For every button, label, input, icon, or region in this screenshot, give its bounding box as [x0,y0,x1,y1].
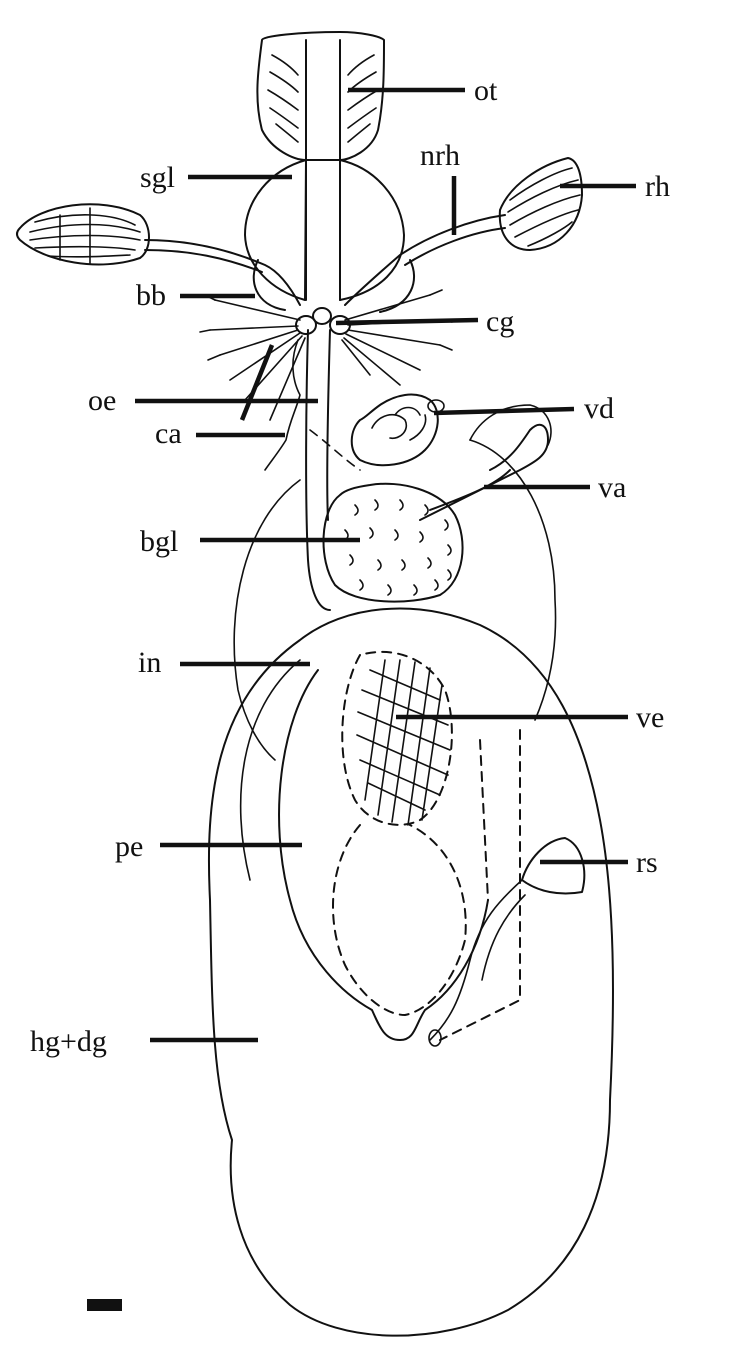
pointer-lines [135,87,636,1043]
rs-sac [521,837,586,895]
vd-duct-to-oe [309,429,361,471]
rh-right-lamellae [507,167,581,247]
label-rh: rh [645,170,670,203]
ve-crosshatch [356,659,451,826]
va-loop [469,404,552,446]
label-cg: cg [486,305,514,338]
bgl-gland [322,482,464,603]
label-oe: oe [88,384,116,417]
oesophagus [305,329,331,611]
rh-right [498,157,583,251]
va-duct [419,423,549,521]
rs-duct-opening [428,1029,442,1047]
penis-dashed-body [332,824,467,1016]
penis-dashed-duct [439,729,521,1041]
label-bgl: bgl [140,525,178,558]
rs-duct [429,879,526,1041]
rh-right-stalk [344,214,506,306]
label-bb: bb [136,279,166,312]
label-sgl: sgl [140,161,175,194]
sgl-right [339,159,405,301]
ca-artery [264,339,301,471]
ot-outline [256,31,385,161]
bb-outline [252,259,415,313]
rh-left-lamellae [29,207,141,265]
label-ca: ca [155,417,182,450]
vd-inner [371,406,427,441]
bgl-texture [344,499,452,596]
rh-left-stalk [144,239,301,306]
intestine-loop-right [469,439,557,721]
label-ve: ve [636,701,664,734]
penis-outline [278,669,489,1041]
ot-striations [267,54,379,143]
label-ot: ot [474,74,498,107]
ot-lumen [305,39,341,301]
hg-dg-inner-fold [239,659,301,881]
intestine-loop [233,479,301,761]
label-vd: vd [584,392,614,425]
label-nrh: nrh [420,139,460,172]
label-hg-dg: hg+dg [30,1025,107,1058]
label-rs: rs [636,846,658,879]
vd-coils [350,393,439,467]
label-pe: pe [115,830,143,863]
label-va: va [598,471,626,504]
scale-bar [87,1299,122,1311]
rh-left [16,203,150,266]
label-in: in [138,646,161,679]
